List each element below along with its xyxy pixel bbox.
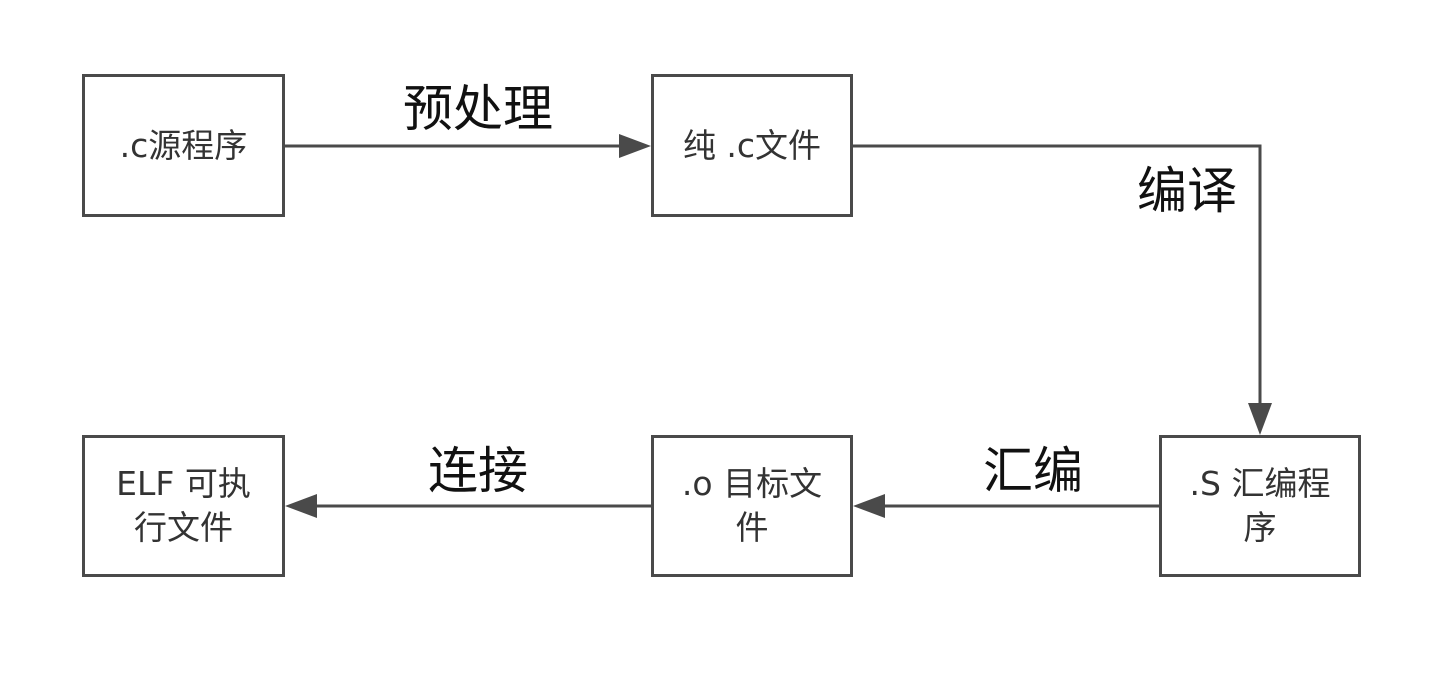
arrow-link xyxy=(285,494,651,518)
arrow-compile xyxy=(853,144,1272,435)
node-elf-exec: ELF 可执行文件 xyxy=(82,435,285,577)
node-pure-c: 纯 .c文件 xyxy=(651,74,853,217)
node-object-file: .o 目标文件 xyxy=(651,435,853,577)
arrow-assemble xyxy=(853,494,1159,518)
edge-label-preprocess: 预处理 xyxy=(403,80,553,138)
edge-label-assemble: 汇编 xyxy=(983,442,1083,500)
edge-label-link: 连接 xyxy=(428,442,528,500)
arrow-preprocess xyxy=(285,134,651,158)
edge-label-compile: 编译 xyxy=(1137,162,1237,220)
node-asm-source: .S 汇编程序 xyxy=(1159,435,1361,577)
node-c-source: .c源程序 xyxy=(82,74,285,217)
